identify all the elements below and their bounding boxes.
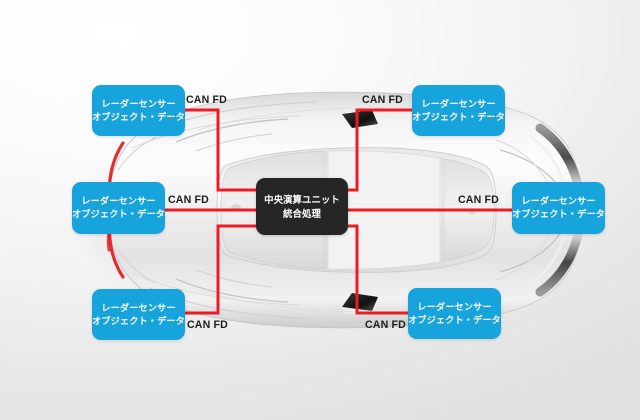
wire-rear-left — [185, 224, 258, 315]
central-unit-title: 中央演算ユニット — [264, 194, 340, 206]
sensor-node-subtitle: オブジェクト・データ — [408, 314, 501, 325]
sensor-node-subtitle: オブジェクト・データ — [92, 315, 185, 326]
central-processing-unit-node[interactable]: 中央演算ユニット 統合処理 — [256, 178, 348, 235]
sensor-node-subtitle: オブジェクト・データ — [72, 209, 165, 219]
bus-label-front-right: CAN FD — [362, 94, 403, 106]
bus-label-rear-right: CAN FD — [365, 319, 406, 331]
sensor-node-rear-right[interactable]: レーダーセンサー オブジェクト・データ — [408, 288, 501, 339]
sensor-node-front-left[interactable]: レーダーセンサー オブジェクト・データ — [92, 85, 185, 136]
sensor-node-title: レーダーセンサー — [101, 302, 176, 313]
central-unit-subtitle: 統合処理 — [283, 207, 321, 219]
bus-label-middle-left: CAN FD — [168, 194, 209, 206]
bus-label-middle-right: CAN FD — [458, 194, 499, 206]
sensor-node-rear-left[interactable]: レーダーセンサー オブジェクト・データ — [92, 289, 185, 340]
sensor-node-title: レーダーセンサー — [521, 196, 596, 207]
sensor-node-subtitle: オブジェクト・データ — [512, 209, 605, 219]
sensor-node-middle-left[interactable]: レーダーセンサー オブジェクト・データ — [72, 182, 165, 234]
wire-front-right — [346, 108, 412, 192]
sensor-node-title: レーダーセンサー — [417, 301, 492, 312]
sensor-node-middle-right[interactable]: レーダーセンサー オブジェクト・データ — [512, 182, 605, 234]
wire-rear-right — [346, 224, 408, 315]
bus-label-rear-left: CAN FD — [187, 319, 228, 331]
sensor-node-title: レーダーセンサー — [101, 98, 176, 109]
sensor-node-front-right[interactable]: レーダーセンサー オブジェクト・データ — [412, 85, 505, 136]
sensor-node-subtitle: オブジェクト・データ — [92, 111, 185, 122]
bus-label-front-left: CAN FD — [186, 94, 227, 106]
sensor-node-subtitle: オブジェクト・データ — [412, 111, 505, 122]
sensor-node-title: レーダーセンサー — [81, 196, 156, 207]
sensor-node-title: レーダーセンサー — [421, 98, 496, 109]
wire-front-left — [178, 108, 258, 192]
